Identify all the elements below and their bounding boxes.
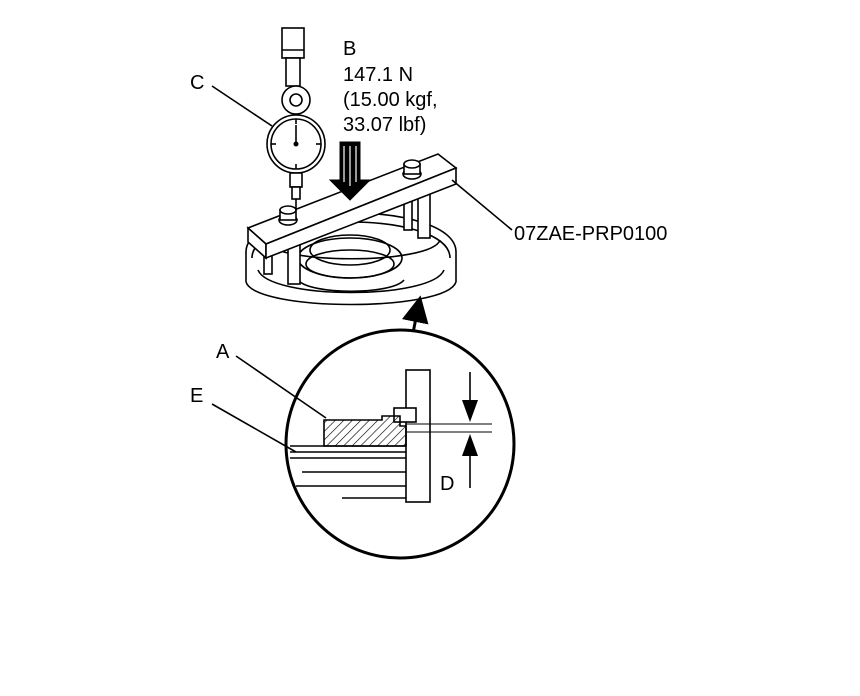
label-d: D bbox=[440, 473, 454, 495]
detail-view bbox=[284, 328, 516, 560]
load-kgf: (15.00 kgf, bbox=[343, 89, 438, 111]
clearance-dimension bbox=[462, 372, 478, 488]
load-newtons: 147.1 N bbox=[343, 64, 413, 86]
label-e: E bbox=[190, 385, 203, 407]
tool-number: 07ZAE-PRP0100 bbox=[514, 223, 667, 245]
special-tool bbox=[246, 153, 458, 285]
leader-lines bbox=[211, 85, 513, 453]
load-lbf: 33.07 lbf) bbox=[343, 114, 426, 136]
label-b: B bbox=[343, 38, 356, 60]
force-arrow bbox=[328, 141, 372, 201]
dial-indicator bbox=[266, 27, 326, 210]
label-c: C bbox=[190, 72, 204, 94]
label-a: A bbox=[216, 341, 230, 363]
